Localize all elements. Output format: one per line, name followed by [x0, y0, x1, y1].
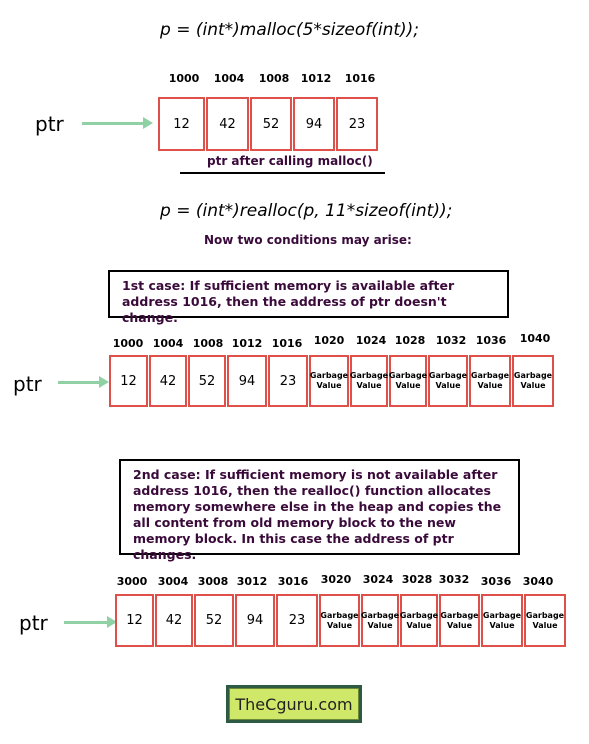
garbage-cell: Garbage Value: [428, 355, 468, 407]
address-label: 1024: [355, 334, 387, 347]
memory-cell: 12: [158, 97, 205, 151]
memory-cell: 52: [250, 97, 292, 151]
ptr-label: ptr: [19, 611, 48, 635]
address-label: 1028: [394, 334, 426, 347]
garbage-cell: Garbage Value: [361, 594, 399, 647]
address-label: 1036: [475, 334, 507, 347]
garbage-cell: Garbage Value: [350, 355, 388, 407]
memory-block: 12 42 52 94 23: [158, 97, 378, 151]
memory-cell: 52: [194, 594, 234, 647]
divider: [180, 172, 385, 174]
memory-cell: 94: [235, 594, 275, 647]
address-label: 3004: [157, 575, 189, 588]
address-label: 1016: [344, 72, 376, 85]
garbage-cell: Garbage Value: [469, 355, 511, 407]
address-label: 3016: [277, 575, 309, 588]
address-label: 1020: [313, 334, 345, 347]
garbage-cell: Garbage Value: [319, 594, 360, 647]
memory-block: 12 42 52 94 23 Garbage Value Garbage Val…: [115, 594, 566, 647]
memory-cell: 52: [188, 355, 226, 407]
address-label: 1012: [300, 72, 332, 85]
garbage-cell: Garbage Value: [389, 355, 427, 407]
address-label: 3000: [116, 575, 148, 588]
address-label: 3036: [480, 575, 512, 588]
ptr-label: ptr: [35, 112, 64, 136]
garbage-cell: Garbage Value: [400, 594, 438, 647]
logo-text: TheCguru.com: [229, 688, 359, 720]
pointer-arrow-icon: [58, 376, 109, 388]
garbage-cell: Garbage Value: [439, 594, 480, 647]
address-label: 3032: [438, 573, 470, 586]
memory-cell: 42: [155, 594, 193, 647]
address-label: 3008: [197, 575, 229, 588]
pointer-arrow-icon: [64, 616, 117, 628]
pointer-arrow-icon: [82, 117, 153, 129]
realloc-code: p = (int*)realloc(p, 11*sizeof(int));: [160, 201, 453, 221]
garbage-cell: Garbage Value: [309, 355, 349, 407]
address-label: 3020: [320, 573, 352, 586]
malloc-code: p = (int*)malloc(5*sizeof(int));: [160, 20, 420, 40]
address-label: 3024: [362, 573, 394, 586]
address-label: 1012: [231, 337, 263, 350]
memory-cell: 12: [109, 355, 148, 407]
site-logo: TheCguru.com: [226, 685, 362, 723]
address-label: 1040: [519, 332, 551, 345]
memory-cell: 12: [115, 594, 154, 647]
address-label: 1008: [192, 337, 224, 350]
case2-textbox: 2nd case: If sufficient memory is not av…: [119, 459, 520, 562]
ptr-label: ptr: [13, 372, 42, 396]
address-label: 1004: [213, 72, 245, 85]
memory-cell: 42: [149, 355, 187, 407]
memory-cell: 94: [293, 97, 335, 151]
address-label: 3012: [236, 575, 268, 588]
address-label: 1004: [152, 337, 184, 350]
garbage-cell: Garbage Value: [512, 355, 554, 407]
address-label: 1008: [258, 72, 290, 85]
address-label: 3040: [522, 575, 554, 588]
memory-cell: 94: [227, 355, 267, 407]
memory-block: 12 42 52 94 23 Garbage Value Garbage Val…: [109, 355, 554, 407]
conditions-text: Now two conditions may arise:: [204, 233, 412, 247]
memory-cell: 42: [206, 97, 249, 151]
address-label: 1016: [271, 337, 303, 350]
address-label: 1000: [112, 337, 144, 350]
garbage-cell: Garbage Value: [481, 594, 523, 647]
memory-cell: 23: [336, 97, 378, 151]
case1-textbox: 1st case: If sufficient memory is availa…: [108, 270, 509, 325]
malloc-caption: ptr after calling malloc(): [207, 154, 373, 168]
memory-cell: 23: [276, 594, 318, 647]
address-label: 3028: [401, 573, 433, 586]
address-label: 1000: [168, 72, 200, 85]
garbage-cell: Garbage Value: [524, 594, 566, 647]
address-label: 1032: [435, 334, 467, 347]
memory-cell: 23: [268, 355, 308, 407]
